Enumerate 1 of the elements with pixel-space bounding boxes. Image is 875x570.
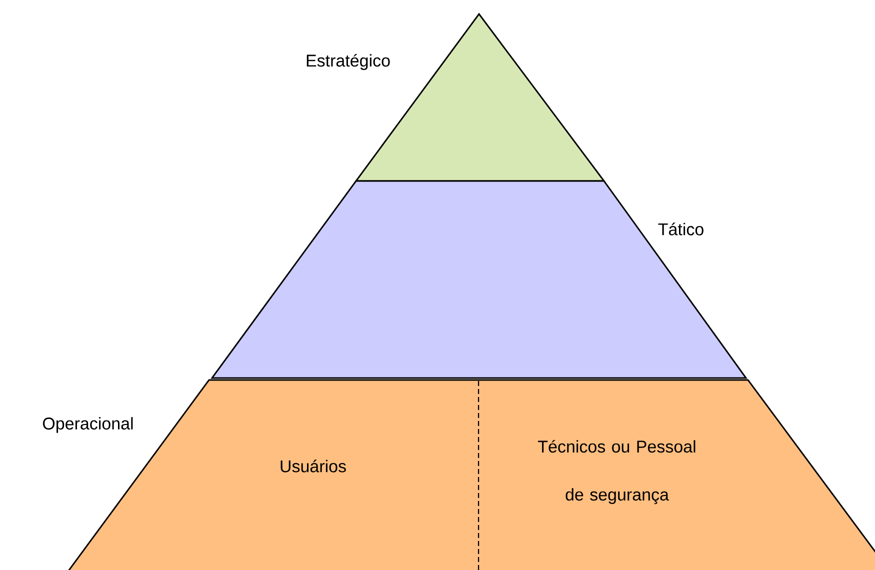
pyramid-level: Técnicos ou Pessoal de segurança — [478, 380, 875, 570]
